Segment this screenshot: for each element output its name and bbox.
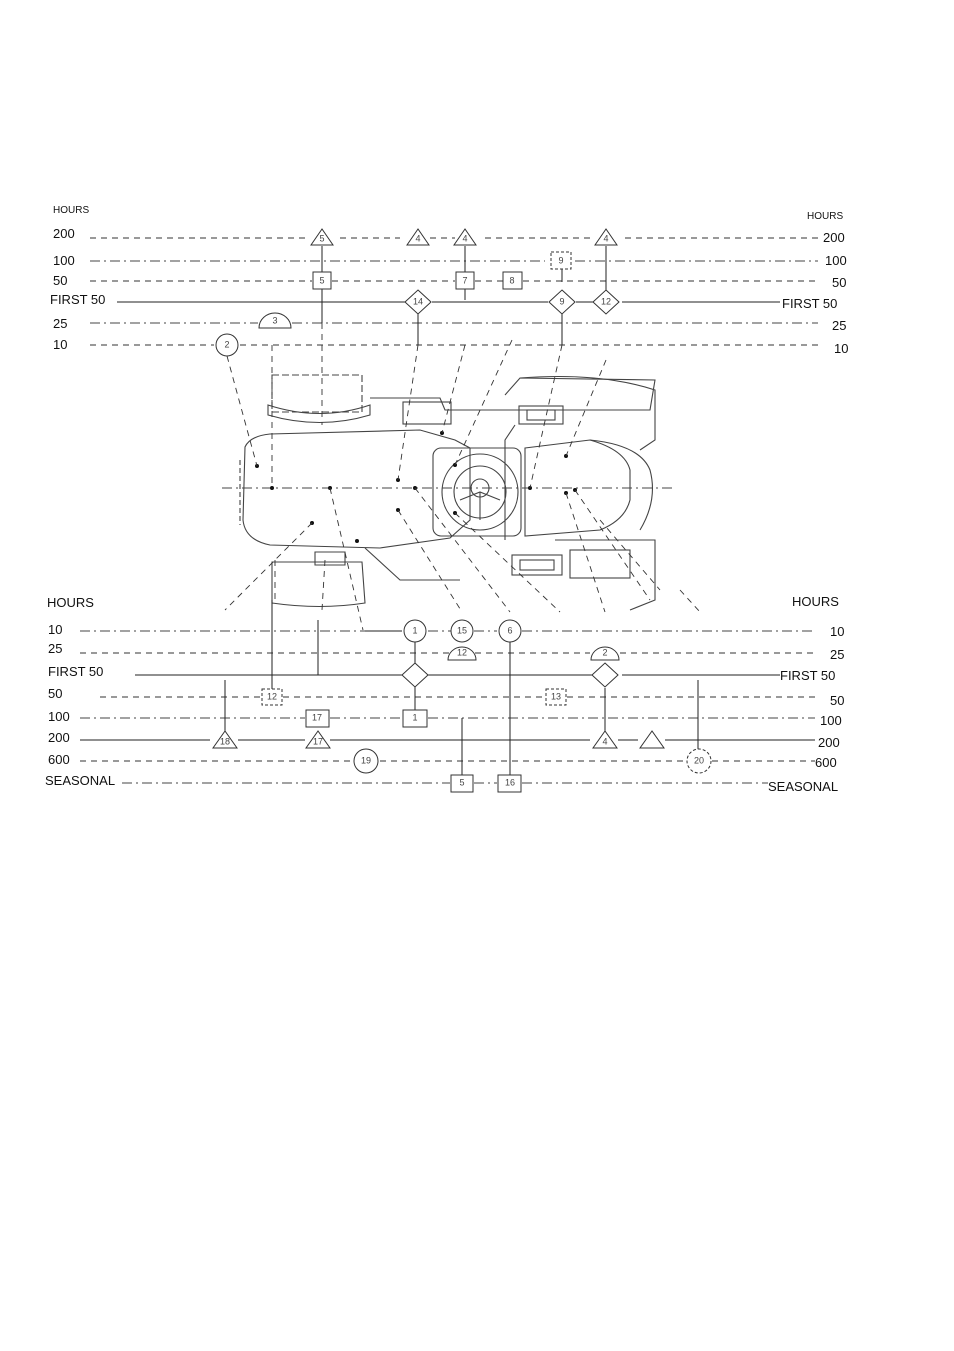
- bottom-left-hours-title: HOURS: [47, 595, 94, 610]
- svg-text:6: 6: [507, 625, 512, 635]
- svg-text:5: 5: [319, 233, 324, 243]
- svg-text:13: 13: [551, 691, 561, 701]
- bottom-left-label-100: 100: [48, 709, 70, 724]
- bottom-left-label-10: 10: [48, 622, 62, 637]
- svg-text:1: 1: [412, 625, 417, 635]
- svg-text:14: 14: [413, 296, 423, 306]
- top-hours-schedule: HOURS HOURS 200 100 50 FIRST 50 25 10 20…: [50, 205, 848, 357]
- svg-text:12: 12: [601, 296, 611, 306]
- bottom-box-5: 5: [450, 774, 474, 793]
- top-diamond-9: 9: [548, 289, 576, 315]
- top-triangle-4a: 4: [406, 228, 430, 246]
- top-diamond-12: 12: [592, 289, 620, 315]
- bottom-triangle-18: 18: [212, 730, 238, 749]
- bottom-box-17: 17: [305, 709, 330, 728]
- svg-text:5: 5: [319, 275, 324, 285]
- top-box-5: 5: [312, 271, 332, 290]
- svg-text:2: 2: [602, 647, 607, 657]
- top-right-label-10: 10: [834, 341, 848, 356]
- bottom-left-label-50: 50: [48, 686, 62, 701]
- svg-text:3: 3: [272, 315, 277, 325]
- bottom-right-label-100: 100: [820, 713, 842, 728]
- top-left-label-first50: FIRST 50: [50, 292, 105, 307]
- bottom-box-12: 12: [261, 688, 283, 706]
- bottom-right-label-200: 200: [818, 735, 840, 750]
- svg-text:12: 12: [267, 691, 277, 701]
- machine-illustration: [222, 323, 701, 631]
- top-left-label-50: 50: [53, 273, 67, 288]
- svg-text:7: 7: [462, 275, 467, 285]
- bottom-circle-15: 15: [450, 619, 474, 643]
- top-right-label-25: 25: [832, 318, 846, 333]
- bottom-box-16: 16: [497, 774, 522, 793]
- bottom-circle-19: 19: [353, 748, 379, 774]
- top-halfcircle-3: 3: [258, 312, 292, 329]
- svg-text:12: 12: [457, 647, 467, 657]
- top-right-label-first50: FIRST 50: [782, 296, 837, 311]
- bottom-right-label-600: 600: [815, 755, 837, 770]
- bottom-right-label-25: 25: [830, 647, 844, 662]
- svg-text:2: 2: [224, 339, 229, 349]
- top-box-7: 7: [455, 271, 475, 290]
- top-circle-2: 2: [215, 333, 239, 357]
- svg-text:4: 4: [602, 736, 607, 746]
- bottom-right-label-seasonal: SEASONAL: [768, 779, 838, 794]
- svg-text:15: 15: [457, 625, 467, 635]
- top-box-9: 9: [550, 251, 572, 270]
- svg-text:19: 19: [361, 755, 371, 765]
- bottom-circle-1: 1: [403, 619, 427, 643]
- top-triangle-4b: 4: [453, 228, 477, 246]
- bottom-box-13: 13: [545, 688, 567, 706]
- top-left-label-200: 200: [53, 226, 75, 241]
- bottom-right-label-10: 10: [830, 624, 844, 639]
- bottom-left-label-seasonal: SEASONAL: [45, 773, 115, 788]
- bottom-left-label-200: 200: [48, 730, 70, 745]
- svg-text:4: 4: [415, 233, 420, 243]
- bottom-left-label-600: 600: [48, 752, 70, 767]
- top-triangle-5: 5: [310, 228, 334, 246]
- svg-text:9: 9: [559, 296, 564, 306]
- top-diamond-14: 14: [404, 289, 432, 315]
- svg-text:17: 17: [312, 712, 322, 722]
- svg-text:1: 1: [412, 712, 417, 722]
- bottom-triangle-empty: [639, 730, 665, 749]
- svg-text:17: 17: [313, 736, 323, 746]
- svg-text:18: 18: [220, 736, 230, 746]
- bottom-right-hours-title: HOURS: [792, 594, 839, 609]
- top-triangle-4c: 4: [594, 228, 618, 246]
- bottom-circle-20: 20: [686, 748, 712, 774]
- bottom-halfcircle-12: 12: [447, 646, 477, 661]
- top-left-label-10: 10: [53, 337, 67, 352]
- bottom-right-label-50: 50: [830, 693, 844, 708]
- top-right-hours-title: HOURS: [807, 211, 843, 222]
- svg-text:8: 8: [509, 275, 514, 285]
- bottom-hours-schedule: HOURS HOURS 10 25 FIRST 50 50 100 200 60…: [45, 594, 844, 794]
- bottom-left-label-25: 25: [48, 641, 62, 656]
- svg-text:4: 4: [462, 233, 467, 243]
- top-right-label-200: 200: [823, 230, 845, 245]
- svg-text:4: 4: [603, 233, 608, 243]
- bottom-triangle-4: 4: [592, 730, 618, 749]
- top-right-label-100: 100: [825, 253, 847, 268]
- svg-text:16: 16: [505, 777, 515, 787]
- bottom-diamond-first50-left: [401, 662, 429, 688]
- top-left-hours-title: HOURS: [53, 205, 89, 216]
- top-box-8: 8: [502, 271, 523, 290]
- bottom-box-1: 1: [402, 709, 428, 728]
- bottom-right-label-first50: FIRST 50: [780, 668, 835, 683]
- svg-text:20: 20: [694, 755, 704, 765]
- svg-text:5: 5: [459, 777, 464, 787]
- bottom-diamond-first50-right: [591, 662, 619, 688]
- bottom-halfcircle-2: 2: [590, 646, 620, 661]
- bottom-circle-6: 6: [498, 619, 522, 643]
- top-right-label-50: 50: [832, 275, 846, 290]
- svg-text:9: 9: [558, 255, 563, 265]
- top-left-label-25: 25: [53, 316, 67, 331]
- bottom-triangle-17: 17: [305, 730, 331, 749]
- top-left-label-100: 100: [53, 253, 75, 268]
- bottom-left-label-first50: FIRST 50: [48, 664, 103, 679]
